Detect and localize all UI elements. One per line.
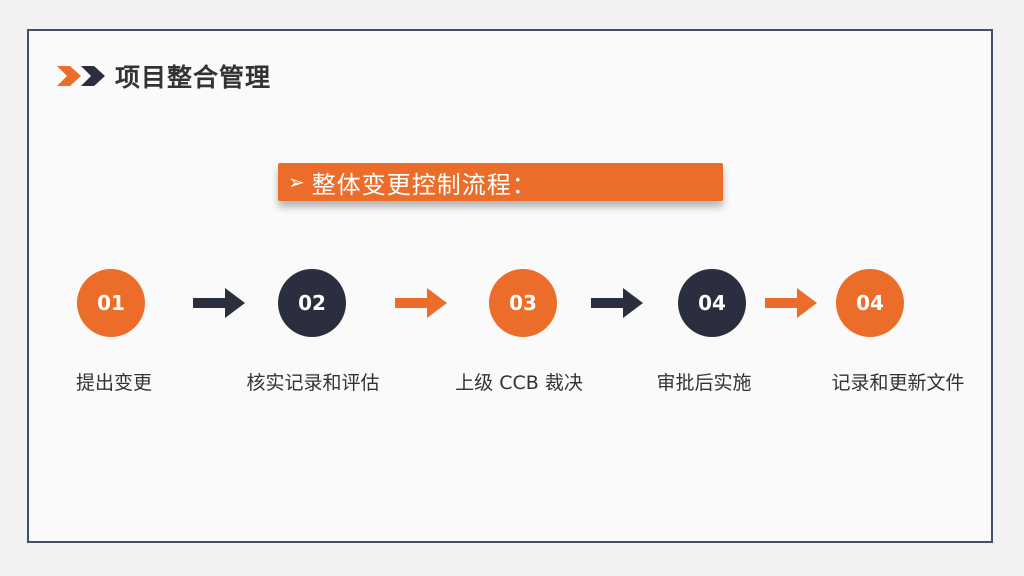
step-number: 03 — [509, 291, 537, 315]
step-number: 01 — [97, 291, 125, 315]
slide-header: 项目整合管理 — [57, 58, 271, 94]
step-number: 02 — [298, 291, 326, 315]
banner-text: 整体变更控制流程： — [311, 170, 537, 199]
arrow-right-icon — [591, 288, 643, 318]
step-number: 04 — [698, 291, 726, 315]
step-label-4: 审批后实施 — [656, 372, 752, 394]
step-label-1: 提出变更 — [75, 372, 153, 394]
arrow-right-icon — [395, 288, 447, 318]
step-circle-4: 04 — [678, 269, 746, 337]
double-chevron-icon — [57, 66, 105, 86]
page-title: 项目整合管理 — [115, 63, 272, 92]
step-circle-3: 03 — [489, 269, 557, 337]
arrow-right-icon — [193, 288, 245, 318]
step-label-5: 记录和更新文件 — [831, 372, 965, 394]
step-circle-1: 01 — [77, 269, 145, 337]
arrow-right-icon — [765, 288, 817, 318]
step-number: 04 — [856, 291, 884, 315]
arrow-bullet-icon: ➢ — [288, 170, 306, 194]
section-banner: ➢ 整体变更控制流程： — [278, 163, 723, 201]
step-label-3: 上级 CCB 裁决 — [455, 372, 583, 394]
step-circle-5: 04 — [836, 269, 904, 337]
step-circle-2: 02 — [278, 269, 346, 337]
step-label-2: 核实记录和评估 — [246, 372, 380, 394]
